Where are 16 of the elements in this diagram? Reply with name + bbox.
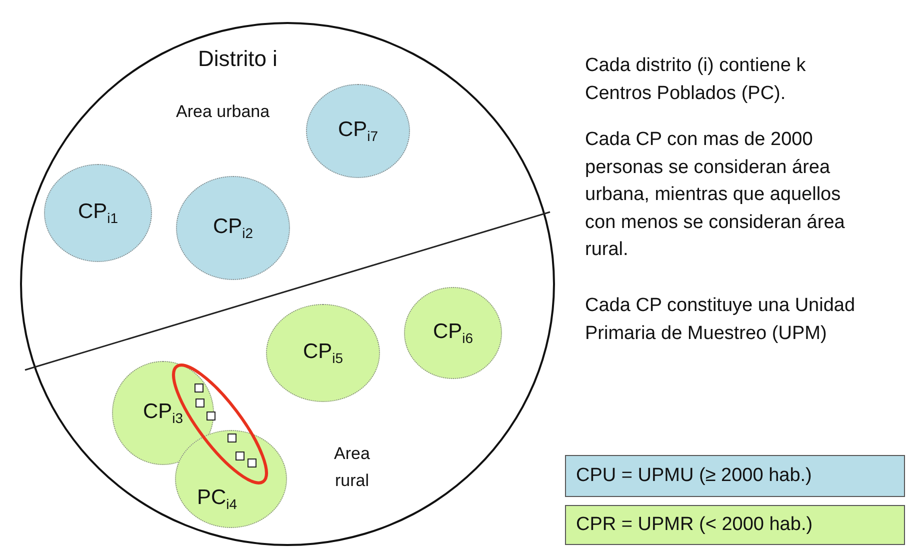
center-label: CP$_{i2}$: [212, 214, 254, 242]
center-label: CP$_{i5}$: [302, 340, 344, 366]
district-circle: [20, 22, 555, 546]
center-label: CP$_{i7}$: [338, 118, 378, 144]
district-title: Distrito i: [198, 46, 278, 72]
center-label: CP$_{i6}$: [432, 320, 474, 346]
area-label: Area rural: [333, 443, 371, 492]
legend-text: CPU = UPMU (≥ 2000 hab.): [576, 465, 812, 487]
area-label: Area urbana: [176, 102, 270, 122]
center-label: PC$_{i4}$: [196, 486, 238, 512]
center-label: CP$_{i3}$: [142, 400, 184, 426]
note-text: Cada CP con mas de 2000 personas se consideran área urbana, mientras que aquellos con menos se consideran área rural.: [585, 128, 846, 262]
note-text: Cada CP constituye una Unidad Primaria de Muestreo (UPM): [585, 294, 856, 346]
center-label: CP$_{i1}$: [78, 200, 118, 226]
note-text: Cada distrito (i) contiene k Centros Poblados (PC).: [585, 54, 807, 106]
legend-text: CPR = UPMR (< 2000 hab.): [576, 514, 813, 536]
